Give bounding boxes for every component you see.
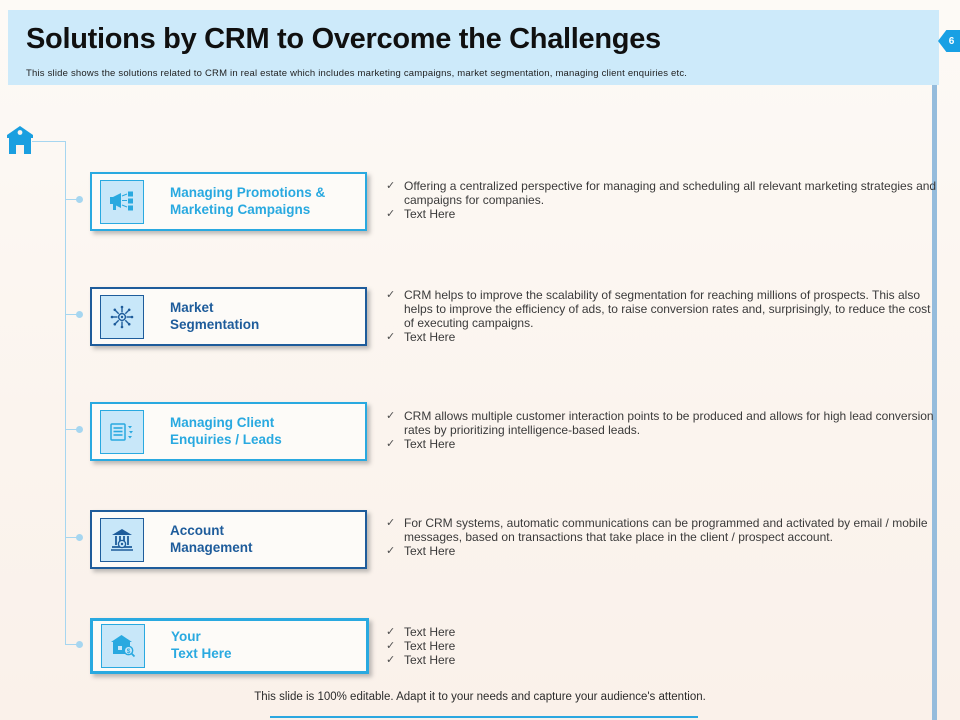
bank-icon	[100, 517, 144, 562]
card-client-enquiries: Managing Client Enquiries / Leads	[90, 402, 367, 461]
client-enquiries-icon	[100, 409, 144, 454]
card-label: Account Management	[170, 522, 253, 555]
right-edge-line	[932, 85, 937, 720]
segmentation-icon	[100, 294, 144, 339]
bullet-list-account: ✓For CRM systems, automatic communicatio…	[386, 516, 940, 558]
check-icon: ✓	[386, 545, 396, 557]
card-label: Market Segmentation	[170, 299, 260, 332]
card-label: Managing Promotions & Marketing Campaign…	[170, 184, 326, 217]
card-your-text: $ Your Text Here	[90, 618, 369, 674]
bullet-item: ✓Text Here	[386, 653, 456, 667]
connector-home-horizontal	[32, 141, 66, 142]
bullet-list-segmentation: ✓CRM helps to improve the scalability of…	[386, 288, 940, 344]
connector-branch	[65, 314, 78, 315]
check-icon: ✓	[386, 640, 396, 652]
page-number: 6	[948, 35, 955, 47]
card-market-segmentation: Market Segmentation	[90, 287, 367, 346]
check-icon: ✓	[386, 517, 396, 529]
bullet-item: ✓Text Here	[386, 437, 456, 451]
check-icon: ✓	[386, 180, 396, 192]
connector-dot	[76, 534, 83, 541]
bullet-item: ✓Text Here	[386, 330, 456, 344]
bullet-item: ✓For CRM systems, automatic communicatio…	[386, 516, 928, 544]
bullet-list-promotions: ✓Offering a centralized perspective for …	[386, 179, 940, 221]
connector-branch	[65, 644, 78, 645]
home-icon	[7, 126, 33, 157]
connector-branch	[65, 429, 78, 430]
bullet-item: ✓Text Here	[386, 639, 456, 653]
check-icon: ✓	[386, 626, 396, 638]
house-search-icon: $	[101, 624, 145, 668]
bullet-list-your-text: ✓Text Here ✓Text Here ✓Text Here	[386, 625, 940, 667]
check-icon: ✓	[386, 289, 396, 301]
card-label: Managing Client Enquiries / Leads	[170, 414, 282, 447]
slide-header: Solutions by CRM to Overcome the Challen…	[8, 10, 939, 85]
check-icon: ✓	[386, 438, 396, 450]
bullet-list-enquiries: ✓CRM allows multiple customer interactio…	[386, 409, 940, 451]
card-account-management: Account Management	[90, 510, 367, 569]
connector-branch	[65, 537, 78, 538]
svg-text:$: $	[127, 648, 131, 655]
bottom-divider	[270, 716, 698, 718]
bullet-item: ✓Text Here	[386, 544, 456, 558]
check-icon: ✓	[386, 410, 396, 422]
card-managing-promotions: Managing Promotions & Marketing Campaign…	[90, 172, 367, 231]
connector-dot	[76, 196, 83, 203]
bullet-item: ✓Text Here	[386, 207, 456, 221]
bullet-item: ✓Text Here	[386, 625, 456, 639]
page-number-badge: 6	[938, 30, 960, 52]
bullet-item: ✓CRM allows multiple customer interactio…	[386, 409, 934, 437]
connector-dot	[76, 641, 83, 648]
bullet-item: ✓Offering a centralized perspective for …	[386, 179, 937, 207]
megaphone-icon	[100, 179, 144, 224]
check-icon: ✓	[386, 331, 396, 343]
bullet-item: ✓CRM helps to improve the scalability of…	[386, 288, 931, 330]
connector-dot	[76, 426, 83, 433]
check-icon: ✓	[386, 208, 396, 220]
connector-branch	[65, 199, 78, 200]
slide-subtitle: This slide shows the solutions related t…	[26, 68, 688, 79]
connector-vertical	[65, 141, 66, 644]
footer-note: This slide is 100% editable. Adapt it to…	[254, 691, 706, 703]
page-title: Solutions by CRM to Overcome the Challen…	[26, 23, 661, 55]
connector-dot	[76, 311, 83, 318]
card-label: Your Text Here	[171, 629, 232, 661]
check-icon: ✓	[386, 654, 396, 666]
